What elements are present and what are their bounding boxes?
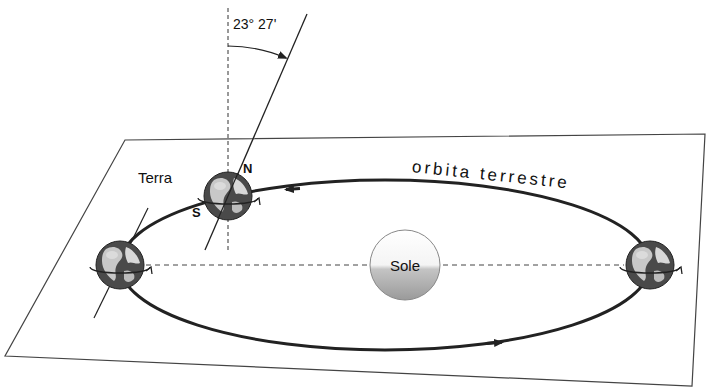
pole-label: N	[243, 162, 252, 176]
node-text: Sole	[390, 257, 420, 274]
pole-label: S	[192, 206, 201, 220]
sun-node: Sole	[369, 229, 441, 301]
earth-label: Terra	[138, 170, 172, 187]
angle-label: 23° 27'	[233, 17, 276, 32]
